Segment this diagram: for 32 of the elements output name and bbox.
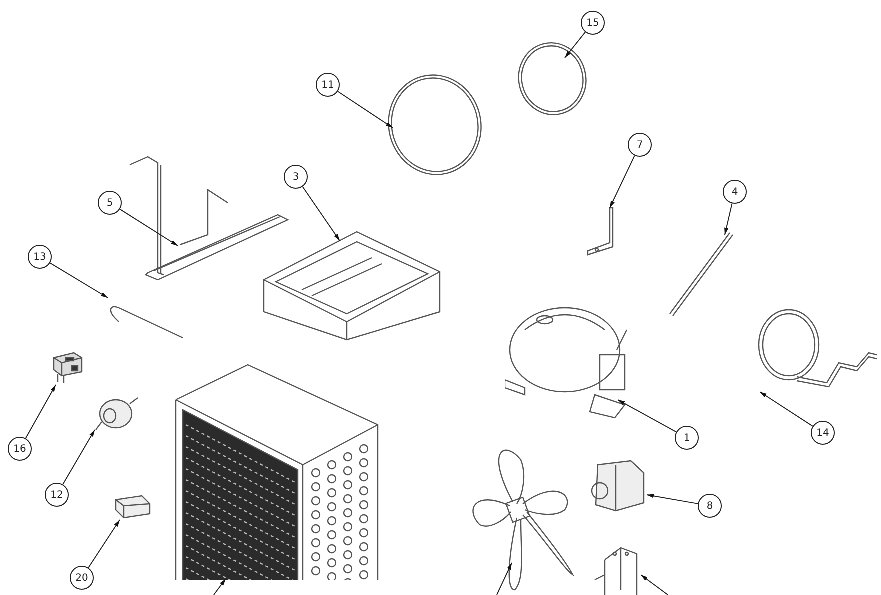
leader-line: [120, 208, 178, 246]
callout-number: 20: [70, 566, 94, 590]
leader-line: [640, 574, 668, 595]
callout-number: 1: [675, 426, 699, 450]
leader-line: [338, 91, 394, 128]
leader-line: [88, 520, 120, 568]
leader-line: [646, 494, 699, 504]
callout-number: 8: [698, 494, 722, 518]
callout-number: 16: [8, 437, 32, 461]
callout-number: 4: [723, 180, 747, 204]
callout-number: 5: [98, 191, 122, 215]
leader-line: [610, 155, 636, 208]
leader-line: [50, 262, 108, 298]
leader-line: [214, 578, 226, 595]
leader-line: [618, 400, 677, 433]
leader-line: [760, 392, 814, 427]
leader-line: [25, 384, 56, 440]
ring-tube-drawing: [385, 72, 485, 178]
ring-tube-drawing: [515, 40, 590, 118]
leader-line: [302, 186, 340, 242]
callout-number: 13: [28, 245, 52, 269]
leader-line: [496, 562, 512, 595]
callout-number: 15: [581, 11, 605, 35]
leader-line: [564, 32, 586, 58]
bracket-drawing: [585, 205, 615, 257]
callout-number: 3: [284, 165, 308, 189]
leader-line: [62, 430, 96, 486]
leader-line: [724, 203, 733, 236]
callout-number: 12: [45, 483, 69, 507]
callout-number: 11: [316, 73, 340, 97]
callout-number: 14: [811, 421, 835, 445]
callout-number: 7: [628, 133, 652, 157]
